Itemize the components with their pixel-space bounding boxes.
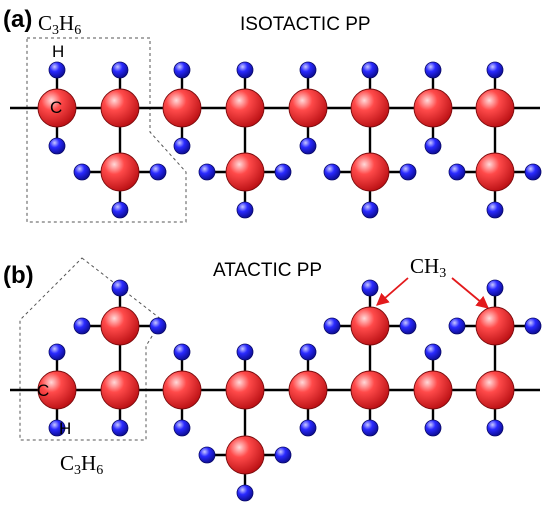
ata-carbon-atom: [100, 370, 140, 410]
iso-carbon-atom: [350, 88, 390, 128]
carbon-letter-b: C: [37, 381, 49, 400]
ata-hydrogen-atom: [173, 343, 191, 361]
panel-b-label: (b): [3, 262, 34, 289]
ata-hydrogen-atom: [198, 446, 216, 464]
iso-hydrogen-atom: [361, 201, 379, 219]
panel-a-label: (a): [3, 6, 32, 33]
panel-b: (b) ATACTIC PP CH3 C3H6 C H: [3, 254, 542, 502]
iso-hydrogen-atom: [486, 201, 504, 219]
iso-hydrogen-atom: [486, 61, 504, 79]
atoms-a: [37, 61, 542, 219]
monomer-outline-b: [19, 257, 163, 441]
iso-hydrogen-atom: [274, 163, 292, 181]
iso-carbon-atom: [37, 88, 77, 128]
iso-hydrogen-atom: [111, 61, 129, 79]
iso-hydrogen-atom: [198, 163, 216, 181]
ata-carbon-atom: [413, 370, 453, 410]
iso-carbon-atom: [350, 152, 390, 192]
iso-hydrogen-atom: [424, 61, 442, 79]
methyl-arrow-2: [451, 277, 489, 309]
ata-hydrogen-atom: [299, 419, 317, 437]
ata-carbon-atom: [288, 370, 328, 410]
iso-carbon-atom: [225, 88, 265, 128]
iso-hydrogen-atom: [73, 163, 91, 181]
ata-carbon-atom: [475, 306, 515, 346]
ata-hydrogen-atom: [149, 317, 167, 335]
panel-b-formula: C3H6: [60, 451, 103, 478]
hydrogen-letter-b: H: [59, 419, 71, 438]
ata-hydrogen-atom: [399, 317, 417, 335]
ata-hydrogen-atom: [486, 419, 504, 437]
panel-a-formula: C3H6: [38, 11, 81, 38]
iso-hydrogen-atom: [48, 61, 66, 79]
iso-hydrogen-atom: [299, 61, 317, 79]
iso-hydrogen-atom: [323, 163, 341, 181]
ata-hydrogen-atom: [448, 317, 466, 335]
iso-carbon-atom: [288, 88, 328, 128]
iso-hydrogen-atom: [173, 61, 191, 79]
hydrogen-letter-a: H: [52, 42, 64, 61]
monomer-outline-a: [26, 37, 187, 223]
iso-hydrogen-atom: [299, 137, 317, 155]
ata-hydrogen-atom: [299, 343, 317, 361]
iso-carbon-atom: [100, 152, 140, 192]
iso-hydrogen-atom: [236, 201, 254, 219]
ata-hydrogen-atom: [274, 446, 292, 464]
ata-hydrogen-atom: [486, 279, 504, 297]
ata-hydrogen-atom: [424, 343, 442, 361]
ata-hydrogen-atom: [424, 419, 442, 437]
ata-carbon-atom: [350, 306, 390, 346]
methyl-label: CH3: [410, 254, 446, 281]
iso-hydrogen-atom: [111, 201, 129, 219]
ata-carbon-atom: [475, 370, 515, 410]
panel-a-title: ISOTACTIC PP: [240, 14, 371, 35]
iso-carbon-atom: [162, 88, 202, 128]
iso-carbon-atom: [225, 152, 265, 192]
iso-hydrogen-atom: [48, 137, 66, 155]
iso-hydrogen-atom: [361, 61, 379, 79]
iso-hydrogen-atom: [399, 163, 417, 181]
carbon-letter-a: C: [50, 98, 62, 117]
ata-carbon-atom: [37, 370, 77, 410]
iso-hydrogen-atom: [149, 163, 167, 181]
ata-hydrogen-atom: [524, 317, 542, 335]
iso-hydrogen-atom: [173, 137, 191, 155]
ata-carbon-atom: [162, 370, 202, 410]
ata-hydrogen-atom: [48, 343, 66, 361]
panel-b-title: ATACTIC PP: [213, 260, 322, 281]
iso-hydrogen-atom: [236, 61, 254, 79]
ata-hydrogen-atom: [111, 419, 129, 437]
ata-carbon-atom: [225, 435, 265, 475]
iso-carbon-atom: [100, 88, 140, 128]
ata-hydrogen-atom: [361, 279, 379, 297]
ata-hydrogen-atom: [236, 343, 254, 361]
iso-hydrogen-atom: [424, 137, 442, 155]
ata-hydrogen-atom: [111, 279, 129, 297]
ata-hydrogen-atom: [48, 419, 66, 437]
iso-carbon-atom: [413, 88, 453, 128]
iso-hydrogen-atom: [448, 163, 466, 181]
iso-carbon-atom: [475, 152, 515, 192]
ata-hydrogen-atom: [236, 484, 254, 502]
atoms-b: [37, 279, 542, 502]
methyl-arrow-1: [376, 277, 409, 306]
ata-carbon-atom: [100, 306, 140, 346]
ata-hydrogen-atom: [361, 419, 379, 437]
ata-hydrogen-atom: [73, 317, 91, 335]
ata-carbon-atom: [350, 370, 390, 410]
ata-carbon-atom: [225, 370, 265, 410]
ata-hydrogen-atom: [173, 419, 191, 437]
iso-hydrogen-atom: [524, 163, 542, 181]
ata-hydrogen-atom: [323, 317, 341, 335]
panel-a: (a) ISOTACTIC PP C3H6 H C: [3, 6, 542, 223]
iso-carbon-atom: [475, 88, 515, 128]
